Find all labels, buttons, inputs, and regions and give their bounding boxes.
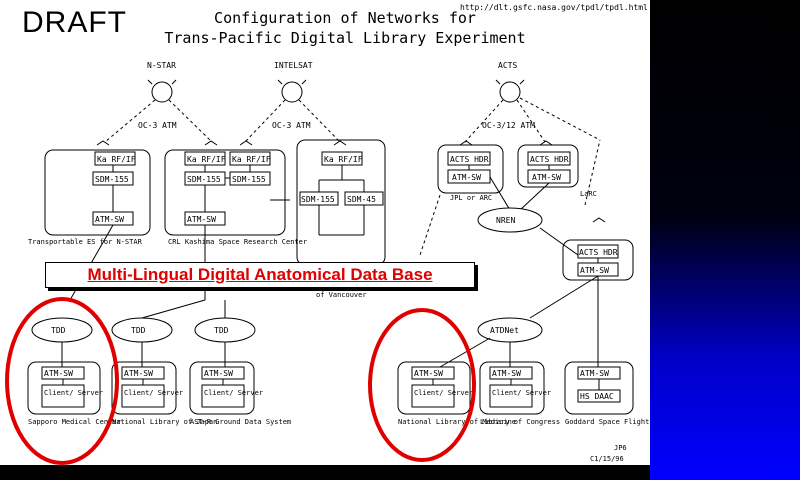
box-acts-hdr: ACTS HDR: [450, 155, 489, 164]
box-acts-hdr: ACTS HDR: [579, 248, 618, 257]
site-loc: Library of Congress: [480, 418, 560, 426]
link-label-3: OC-3/12 ATM: [482, 121, 535, 130]
box-sdm155: SDM-155: [301, 195, 335, 204]
net-nren-label: NREN: [496, 216, 515, 225]
side-gradient-bar: [650, 0, 800, 480]
net-tdd-label: TDD: [131, 326, 146, 335]
url-label: http://dlt.gsfc.nasa.gov/tpdl/tpdl.html: [460, 3, 648, 12]
site-nlm: National Library of Medicine: [398, 418, 516, 426]
bottom-black-bar: [0, 465, 650, 480]
title-line-1: Configuration of Networks for: [214, 9, 476, 27]
box-sdm155: SDM-155: [95, 175, 129, 184]
site-vancouver: of Vancouver: [316, 291, 367, 299]
site-transportable: Transportable ES for N-STAR: [28, 238, 143, 246]
sat-acts-label: ACTS: [498, 61, 517, 70]
client-server-label: Client/ Server: [44, 389, 103, 397]
site-sapporo: Sapporo Medical Center: [28, 418, 121, 426]
box-hs-daac: HS DAAC: [580, 392, 614, 401]
box-ka-rf-if: Ka RF/IF: [324, 155, 363, 164]
box-atm-sw: ATM-SW: [580, 369, 609, 378]
client-server-label: Client/ Server: [204, 389, 263, 397]
sat-nstar-label: N-STAR: [147, 61, 176, 70]
client-server-label: Client/ Server: [124, 389, 183, 397]
box-sdm155: SDM-155: [232, 175, 266, 184]
site-larc: LaRC: [580, 190, 597, 198]
link-label-2: OC-3 ATM: [272, 121, 311, 130]
box-acts-hdr: ACTS HDR: [530, 155, 569, 164]
sat-intelsat-label: INTELSAT: [274, 61, 313, 70]
box-ka-rf-if: Ka RF/IF: [97, 155, 136, 164]
net-atdnet-label: ATDNet: [490, 326, 519, 335]
site-ast: AST-R Ground Data System: [190, 418, 291, 426]
site-nlj: National Library of Japan: [112, 418, 217, 426]
box-atm-sw: ATM-SW: [492, 369, 521, 378]
box-ka-rf-if: Ka RF/IF: [187, 155, 226, 164]
site-jpl: JPL or ARC: [450, 194, 492, 202]
box-atm-sw: ATM-SW: [44, 369, 73, 378]
footer-code: JP6: [614, 444, 627, 452]
box-atm-sw: ATM-SW: [204, 369, 233, 378]
site-crl: CRL Kashima Space Research Center: [168, 238, 307, 246]
database-banner: Multi-Lingual Digital Anatomical Data Ba…: [45, 262, 475, 288]
footer-date: C1/15/96: [590, 455, 624, 463]
box-atm-sw: ATM-SW: [452, 173, 481, 182]
highlight-sapporo: [5, 297, 119, 465]
net-tdd-label: TDD: [51, 326, 66, 335]
highlight-nlm: [368, 308, 476, 462]
client-server-label: Client/ Server: [414, 389, 473, 397]
draft-label: DRAFT: [22, 6, 127, 39]
link-label-1: OC-3 ATM: [138, 121, 177, 130]
box-atm-sw: ATM-SW: [532, 173, 561, 182]
box-atm-sw: ATM-SW: [414, 369, 443, 378]
client-server-label: Client/ Server: [492, 389, 551, 397]
network-diagram: N-STAR INTELSAT ACTS OC-3 ATM OC-3 ATM O…: [5, 61, 650, 465]
net-tdd-label: TDD: [214, 326, 229, 335]
box-sdm45: SDM-45: [347, 195, 376, 204]
box-sdm155: SDM-155: [187, 175, 221, 184]
slide: DRAFT http://dlt.gsfc.nasa.gov/tpdl/tpdl…: [5, 3, 650, 465]
site-goddard: Goddard Space Flight Center: [565, 418, 650, 426]
box-atm-sw: ATM-SW: [95, 215, 124, 224]
box-atm-sw: ATM-SW: [187, 215, 216, 224]
box-ka-rf-if: Ka RF/IF: [232, 155, 271, 164]
box-atm-sw: ATM-SW: [580, 266, 609, 275]
slide-title: Configuration of Networks for Trans-Paci…: [150, 8, 540, 48]
box-atm-sw: ATM-SW: [124, 369, 153, 378]
title-line-2: Trans-Pacific Digital Library Experiment: [164, 29, 526, 47]
